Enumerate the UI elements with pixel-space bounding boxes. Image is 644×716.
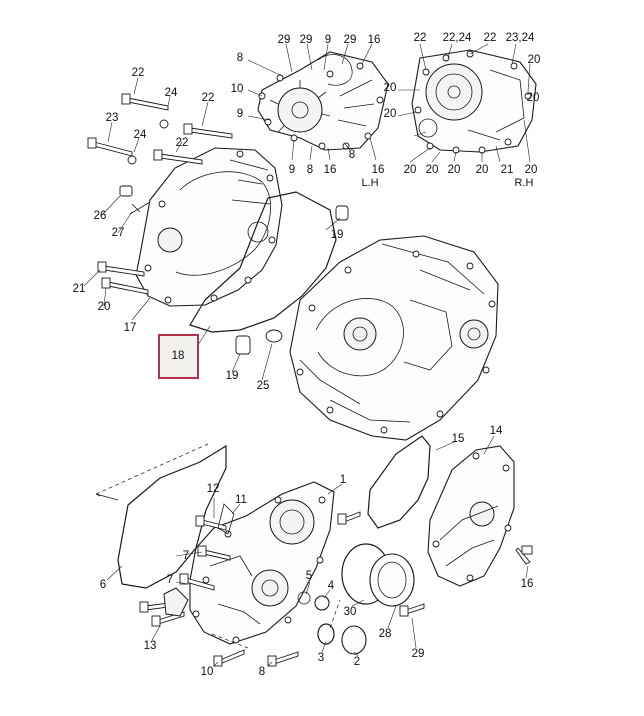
callout-2: 2 — [354, 656, 360, 668]
callout-1: 1 — [340, 474, 346, 486]
bottom-callouts: 15 14 1 12 11 7 6 7 5 4 30 3 2 28 29 16 … — [100, 425, 534, 678]
right-cover-gasket — [117, 444, 227, 589]
callout-29: 29 — [278, 34, 291, 46]
side-label-lh: L.H — [361, 177, 378, 189]
callout-13: 13 — [144, 640, 157, 652]
callout-16: 16 — [324, 164, 337, 176]
callout-8: 8 — [259, 666, 265, 678]
callout-22: 22 — [202, 92, 215, 104]
callout-29: 29 — [300, 34, 313, 46]
callout-20: 20 — [448, 164, 461, 176]
callout-21: 21 — [501, 164, 514, 176]
left-crankcase-cover — [135, 147, 283, 307]
callout-20: 20 — [384, 82, 397, 94]
callout-18: 18 — [172, 350, 185, 362]
highlighted-part-18[interactable]: 18 — [158, 334, 199, 379]
callout-7: 7 — [183, 550, 189, 562]
callout-16: 16 — [368, 34, 381, 46]
callout-20: 20 — [528, 54, 541, 66]
callout-5: 5 — [306, 570, 312, 582]
callout-6: 6 — [100, 579, 106, 591]
callout-10: 10 — [201, 666, 214, 678]
callout-14: 14 — [490, 425, 503, 437]
callout-29: 29 — [344, 34, 357, 46]
callout-20: 20 — [384, 108, 397, 120]
callout-22: 22 — [176, 137, 189, 149]
right-crankcase-cover — [189, 481, 335, 645]
callout-3: 3 — [318, 652, 324, 664]
callout-28: 28 — [379, 628, 392, 640]
callout-8: 8 — [237, 52, 243, 64]
upper-callouts: 22 24 22 23 24 22 26 27 19 21 20 17 19 2… — [73, 67, 344, 392]
sprocket-cover — [427, 445, 515, 587]
rh-callouts: 22 22,24 22 23,24 20 20 20 20 20 20 20 2… — [384, 32, 541, 189]
o-ring-and-cap — [297, 543, 415, 655]
callout-24: 24 — [165, 87, 178, 99]
callout-22-24: 22,24 — [443, 32, 472, 44]
callout-19: 19 — [226, 370, 239, 382]
callout-30: 30 — [344, 606, 357, 618]
callout-12: 12 — [207, 483, 220, 495]
callout-22: 22 — [484, 32, 497, 44]
callout-23: 23 — [106, 112, 119, 124]
lh-callouts: 29 29 9 29 16 8 10 9 9 8 16 8 16 L.H — [231, 34, 385, 189]
callout-20: 20 — [476, 164, 489, 176]
bottom-outline — [95, 443, 341, 649]
callout-9: 9 — [289, 164, 295, 176]
callout-21: 21 — [73, 283, 86, 295]
callout-24: 24 — [134, 129, 147, 141]
sprocket-cover-gasket — [367, 435, 431, 529]
lh-inset — [257, 51, 389, 151]
callout-25: 25 — [257, 380, 270, 392]
callout-19: 19 — [331, 229, 344, 241]
callout-7: 7 — [167, 574, 173, 586]
left-cover-bolts — [87, 93, 233, 295]
callout-20: 20 — [525, 164, 538, 176]
right-cover-bolts — [139, 503, 533, 667]
callout-22: 22 — [132, 67, 145, 79]
callout-8: 8 — [307, 164, 313, 176]
callout-16: 16 — [372, 164, 385, 176]
callout-27: 27 — [112, 227, 125, 239]
callout-23-24: 23,24 — [506, 32, 535, 44]
callout-9: 9 — [237, 108, 243, 120]
rh-inset — [411, 49, 537, 154]
callout-29: 29 — [412, 648, 425, 660]
callout-16: 16 — [521, 578, 534, 590]
side-label-rh: R.H — [515, 177, 534, 189]
left-cover-gasket — [189, 191, 337, 333]
callout-26: 26 — [94, 210, 107, 222]
dowel-pins — [235, 205, 349, 355]
callout-9: 9 — [325, 34, 331, 46]
callout-4: 4 — [328, 580, 335, 592]
callout-20: 20 — [426, 164, 439, 176]
callout-20: 20 — [98, 301, 111, 313]
callout-8: 8 — [349, 149, 355, 161]
callout-11: 11 — [235, 494, 247, 506]
callout-20: 20 — [404, 164, 417, 176]
callout-10: 10 — [231, 83, 244, 95]
crankcase — [289, 235, 499, 441]
callout-20: 20 — [527, 92, 540, 104]
callout-22: 22 — [414, 32, 427, 44]
callout-17: 17 — [124, 322, 137, 334]
callout-15: 15 — [452, 433, 465, 445]
